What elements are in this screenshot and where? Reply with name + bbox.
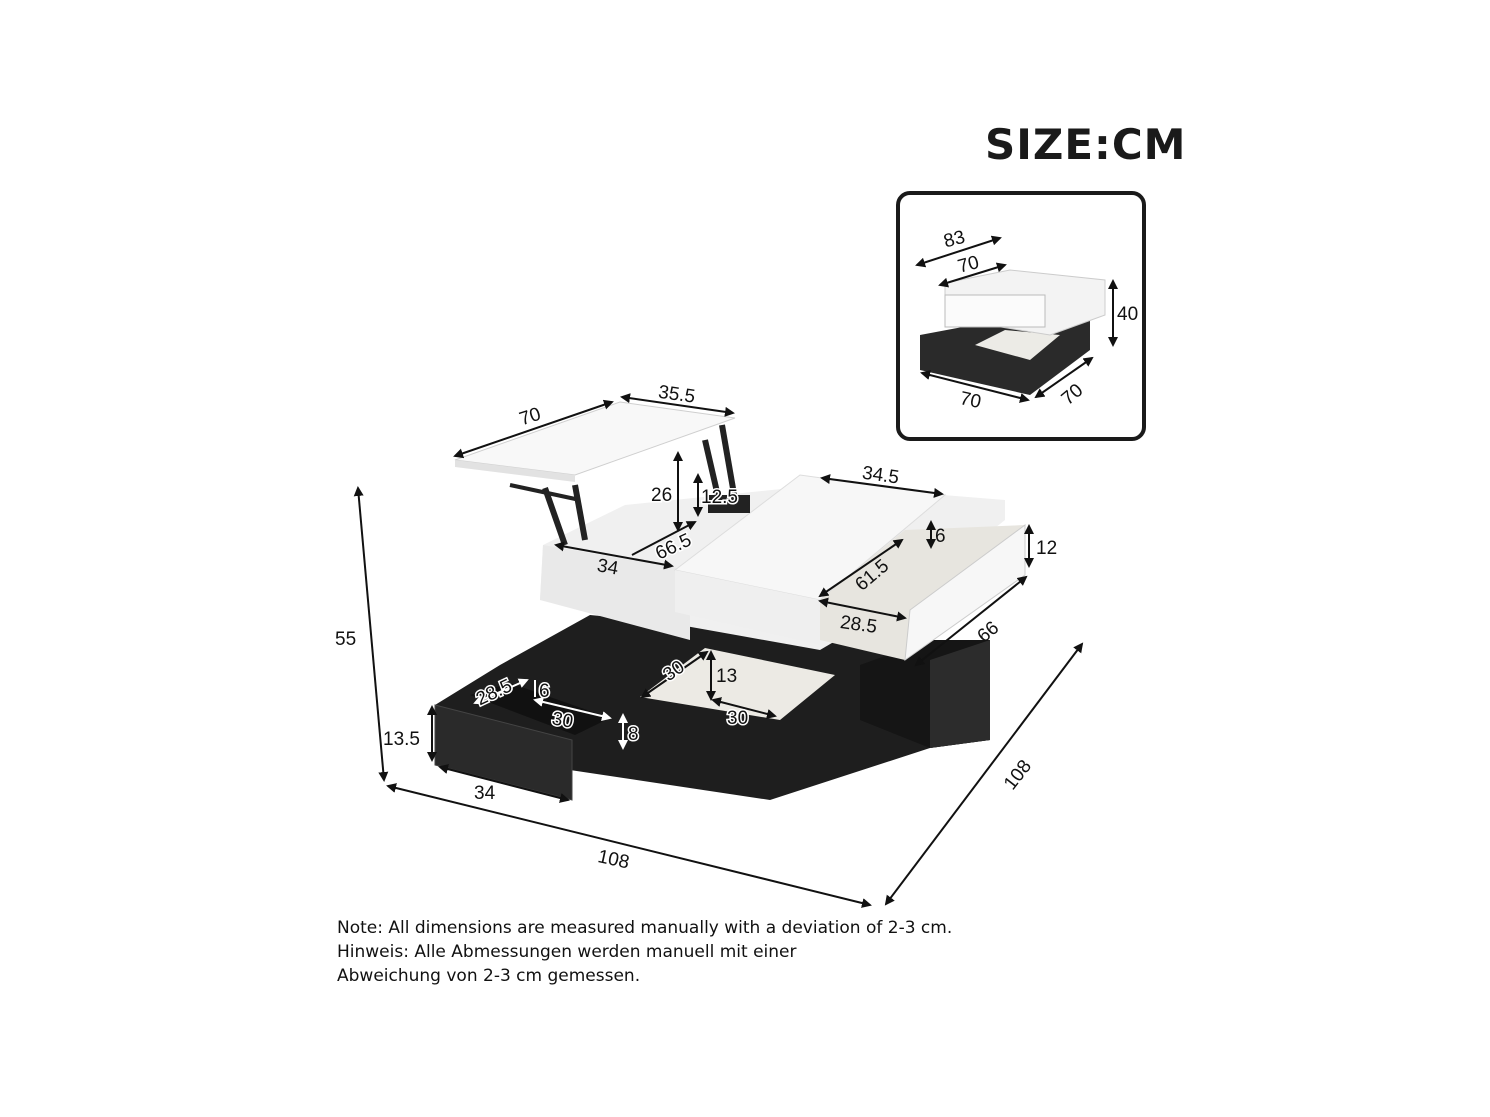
inset-dim-40: 40 bbox=[1117, 304, 1138, 325]
dim-lower-drawer-34: 34 bbox=[474, 783, 496, 804]
dim-lower-drawer-6: 6 bbox=[539, 681, 550, 702]
dim-fixed-top-34-5: 34.5 bbox=[861, 463, 901, 489]
dim-lower-drawer-30: 30 bbox=[550, 708, 574, 732]
measurement-note: Note: All dimensions are measured manual… bbox=[337, 916, 952, 988]
dim-overall-depth-108: 108 bbox=[1000, 756, 1036, 794]
dim-lower-drawer-8: 8 bbox=[628, 724, 639, 745]
inset-drawing: 83 70 40 70 70 bbox=[915, 227, 1138, 413]
dim-cube-depth-30: 30 bbox=[727, 708, 748, 729]
dim-cube-height-13: 13 bbox=[716, 666, 737, 687]
dim-overall-width-108: 108 bbox=[596, 846, 631, 873]
dim-overall-height-55: 55 bbox=[335, 629, 356, 650]
dim-compartment-34: 34 bbox=[595, 555, 620, 579]
main-drawing: 55 108 108 70 35.5 26 12.5 66.5 34 34.5 … bbox=[335, 382, 1084, 908]
dim-lift-top-35-5: 35.5 bbox=[657, 382, 697, 408]
inset-dim-70-side: 70 bbox=[1058, 380, 1088, 410]
dim-lower-drawer-13-5: 13.5 bbox=[383, 729, 420, 750]
inset-dim-83: 83 bbox=[942, 227, 968, 253]
dim-lift-height-26: 26 bbox=[651, 485, 672, 506]
note-line-english: Note: All dimensions are measured manual… bbox=[337, 918, 953, 938]
note-line-german-2: Abweichung von 2-3 cm gemessen. bbox=[337, 966, 641, 986]
closed-view-inset-frame bbox=[896, 191, 1146, 441]
dim-drawer-28-5: 28.5 bbox=[839, 612, 879, 638]
inset-dim-70-bottom: 70 bbox=[958, 388, 983, 413]
dim-drawer-inner-6: 6 bbox=[935, 526, 946, 547]
note-line-german-1: Hinweis: Alle Abmessungen werden manuell… bbox=[337, 942, 797, 962]
dim-compartment-12-5: 12.5 bbox=[701, 487, 738, 508]
dim-drawer-front-12: 12 bbox=[1036, 538, 1057, 559]
size-unit-title: SIZE:CM bbox=[985, 120, 1187, 169]
